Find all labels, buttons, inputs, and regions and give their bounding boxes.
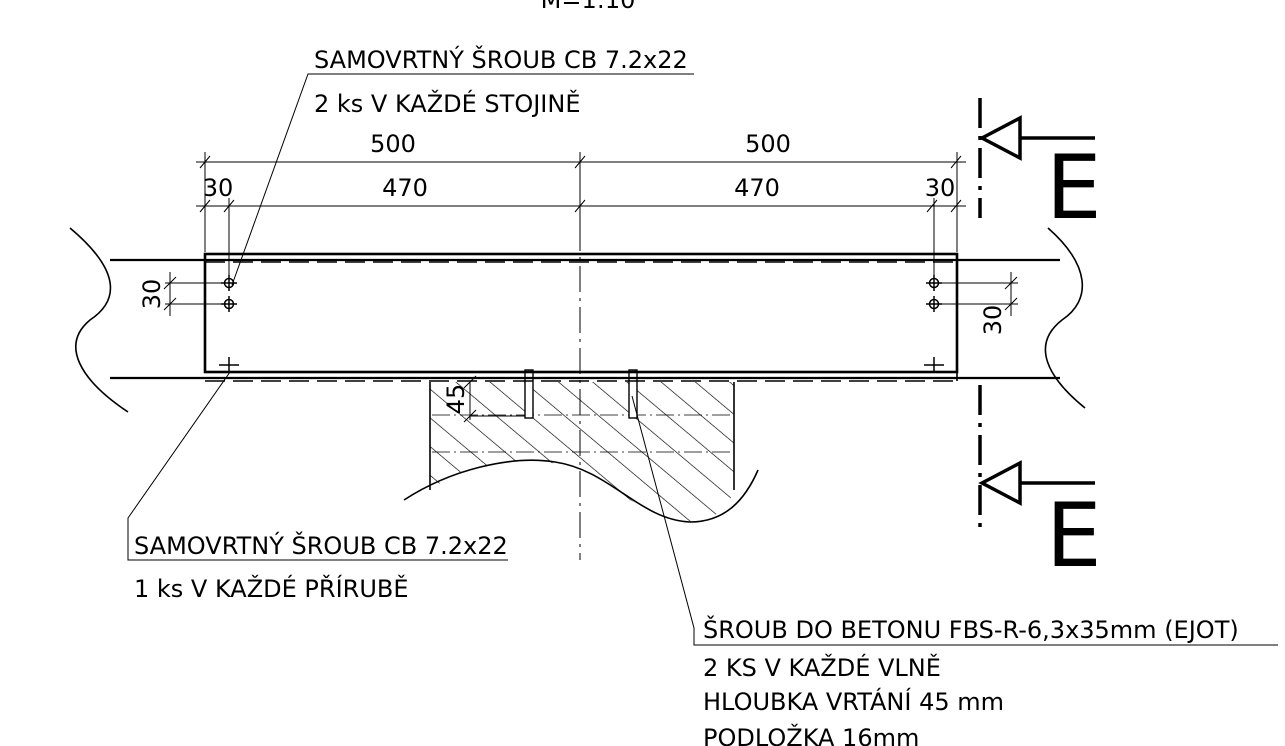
section-arrow-top-icon [978,115,1095,161]
section-arrow-bottom-icon [978,460,1095,506]
concrete-screw-label-line3: HLOUBKA VRTÁNÍ 45 mm [703,687,1004,716]
concrete-screw-left [524,369,534,419]
dim-30-side-right: 30 [979,305,1007,336]
concrete-support [403,382,759,523]
dim-30-side-left: 30 [138,279,166,310]
section-mark-top: E [1046,136,1102,239]
web-screw-label-line2: 2 ks V KAŽDÉ STOJINĚ [314,89,580,118]
section-mark-bottom: E [1046,484,1102,587]
dim-30-top-left: 30 [203,174,234,202]
concrete-screw-label-line2: 2 KS V KAŽDÉ VLNĚ [703,653,941,682]
dim-470-left: 470 [382,174,428,202]
splice-sleeve [203,252,959,382]
flange-screw-label-line1: SAMOVRTNÝ ŠROUB CB 7.2x22 [134,530,508,560]
dim-45: 45 [442,384,470,415]
web-screws-right [926,275,942,312]
beam [69,227,1086,413]
scale-label: M=1:10 [541,0,636,14]
dim-500-right: 500 [745,130,791,158]
concrete-screw-label-line4: PODLOŽKA 16mm [703,723,919,746]
concrete-screw-right [628,369,638,419]
flange-screw-label-line2: 1 ks V KAŽDÉ PŘÍRUBĚ [134,574,409,603]
dimension-lines [163,152,1018,423]
dim-500-left: 500 [370,130,416,158]
leader-lines [127,73,1278,646]
dim-30-top-right: 30 [925,174,956,202]
concrete-screw-label-line1: ŠROUB DO BETONU FBS-R-6,3x35mm (EJOT) [703,614,1239,644]
web-screw-label-line1: SAMOVRTNÝ ŠROUB CB 7.2x22 [314,44,688,74]
web-screws-left [221,275,237,312]
flange-screws [219,357,944,373]
dim-470-right: 470 [734,174,780,202]
